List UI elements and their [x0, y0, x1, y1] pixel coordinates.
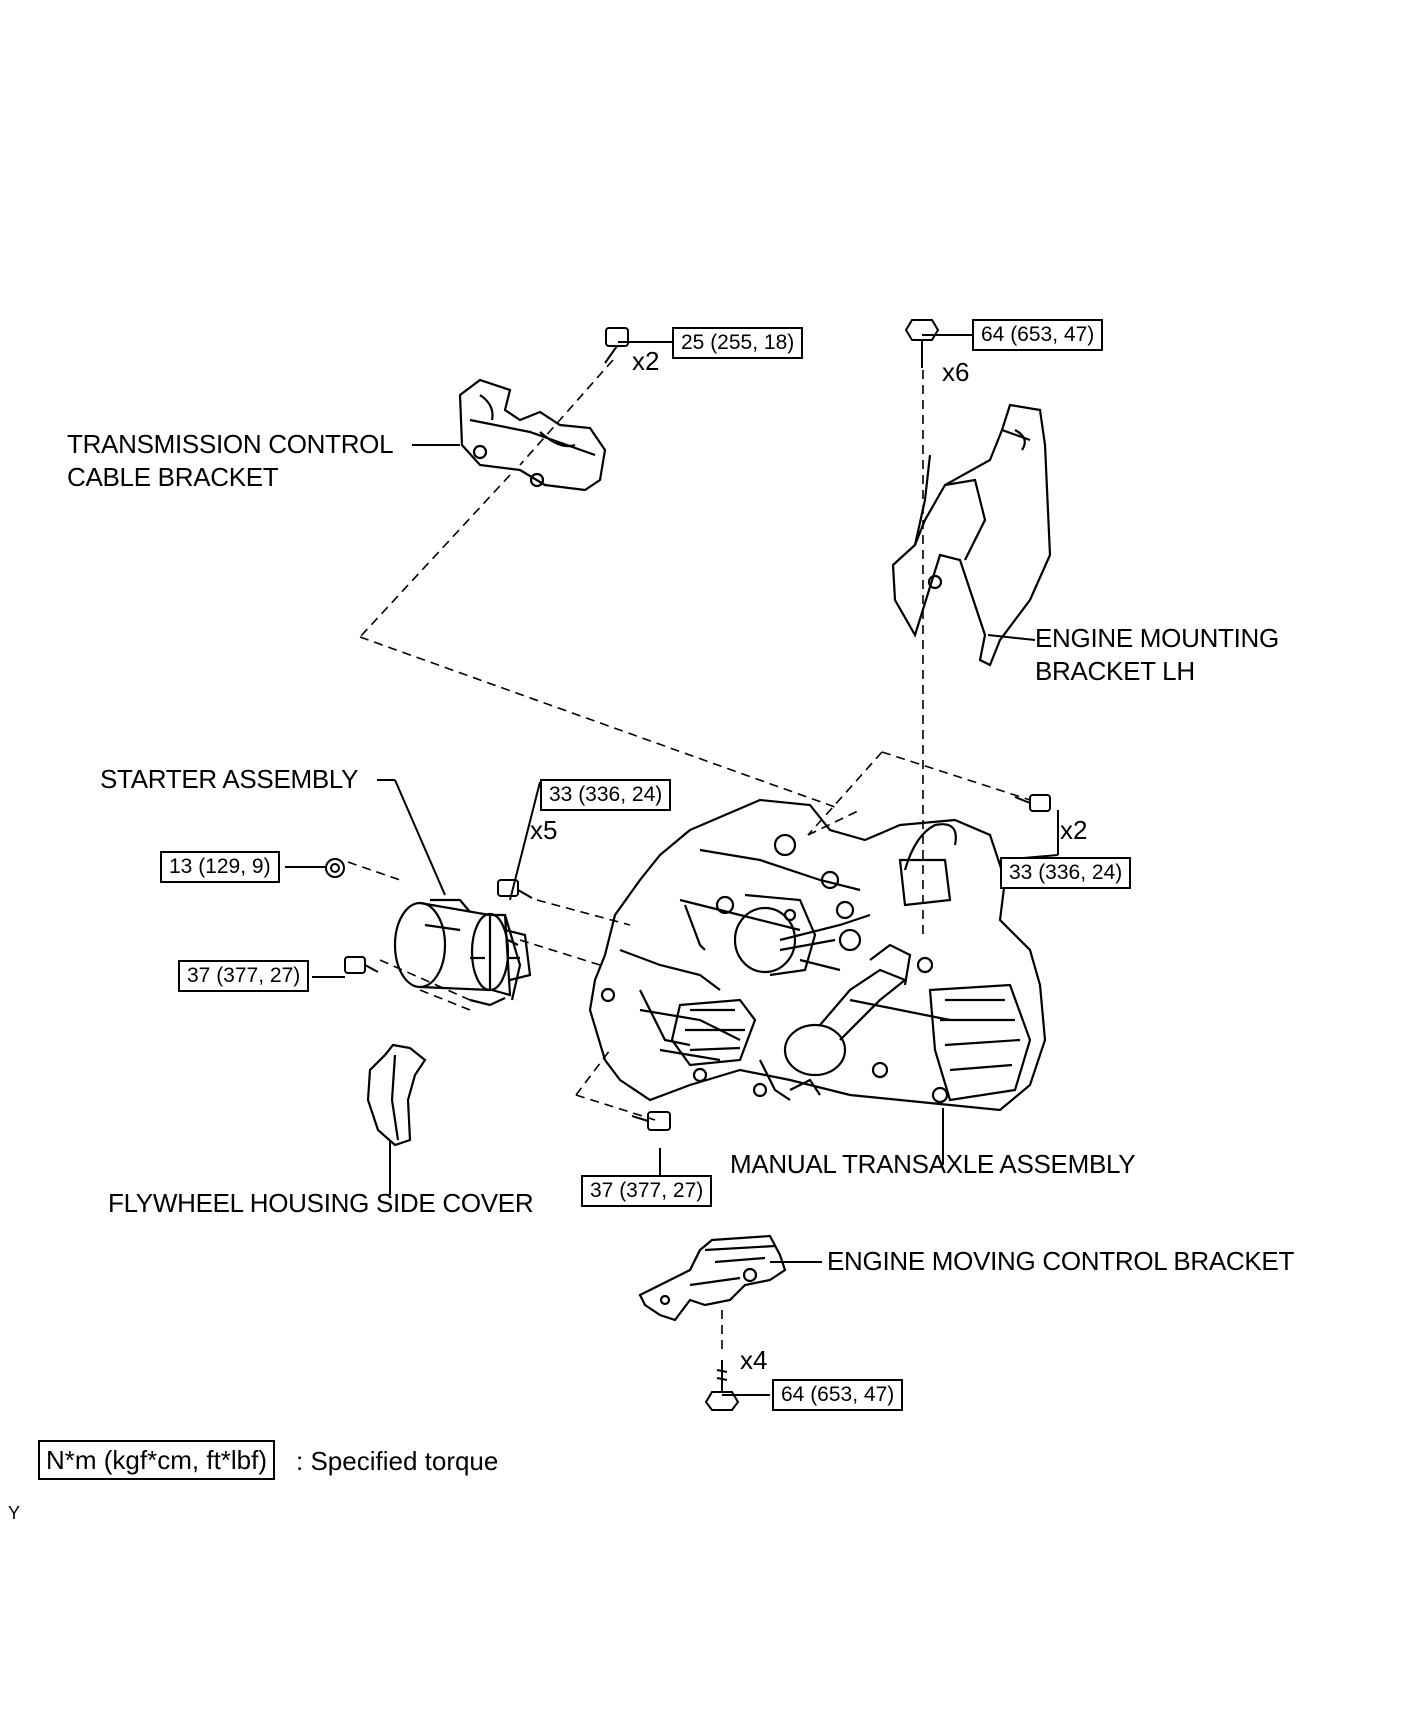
torque-starter-nut: 13 (129, 9) [160, 851, 280, 883]
qty-transaxle-side-bolt: x2 [1060, 815, 1088, 845]
torque-mounting-bracket-bolt: 64 (653, 47) [972, 319, 1104, 351]
mounting-bracket-drawing [891, 403, 1052, 667]
legend-torque-unit: N*m (kgf*cm, ft*lbf) [38, 1440, 276, 1480]
label-transmission-control-cable-bracket: TRANSMISSION CONTROL CABLE BRACKET [67, 428, 394, 494]
torque-control-bracket-bolt: 64 (653, 47) [772, 1379, 904, 1411]
transaxle-side-bolt-icon [1014, 794, 1051, 812]
torque-starter-upper-bolt: 33 (336, 24) [540, 779, 672, 811]
mounting-bracket-bolt-icon [904, 319, 940, 368]
starter-drawing [393, 898, 532, 1007]
torque-transaxle-lower-bolt: 37 (377, 27) [581, 1175, 713, 1207]
bolt-icons [325, 319, 1051, 1411]
leader-lines [285, 334, 1059, 1396]
torque-starter-lower-bolt: 37 (377, 27) [178, 960, 310, 992]
starter-nut-icon [325, 858, 345, 878]
label-line-2: BRACKET LH [1035, 656, 1195, 686]
control-bracket-drawing [638, 1234, 787, 1322]
label-engine-mounting-bracket-lh: ENGINE MOUNTING BRACKET LH [1035, 622, 1279, 688]
label-line-1: ENGINE MOUNTING [1035, 623, 1279, 653]
cable-bracket-drawing [458, 378, 607, 492]
torque-transaxle-side-bolt: 33 (336, 24) [1000, 857, 1132, 889]
legend-description: : Specified torque [296, 1446, 499, 1476]
label-line-1: TRANSMISSION CONTROL [67, 429, 394, 459]
cable-bracket-bolt-icon [604, 327, 629, 364]
torque-cable-bracket-bolt: 25 (255, 18) [672, 327, 804, 359]
qty-control-bracket-bolt: x4 [740, 1345, 768, 1375]
label-starter-assembly: STARTER ASSEMBLY [100, 764, 359, 794]
qty-mounting-bracket-bolt: x6 [942, 357, 970, 387]
starter-upper-bolt-icon [497, 879, 533, 899]
label-manual-transaxle-assembly: MANUAL TRANSAXLE ASSEMBLY [730, 1149, 1136, 1179]
side-cover-drawing [366, 1043, 427, 1147]
label-engine-moving-control-bracket: ENGINE MOVING CONTROL BRACKET [827, 1246, 1295, 1276]
transaxle-drawing [588, 798, 1047, 1112]
transaxle-lower-bolt-icon [631, 1111, 671, 1131]
label-line-2: CABLE BRACKET [67, 462, 279, 492]
starter-lower-bolt-icon [344, 956, 379, 974]
control-bracket-bolt-icon [704, 1360, 740, 1411]
figure-code: Y [8, 1503, 21, 1523]
qty-starter-upper-bolt: x5 [530, 815, 558, 845]
qty-cable-bracket-bolt: x2 [632, 346, 660, 376]
label-flywheel-housing-side-cover: FLYWHEEL HOUSING SIDE COVER [108, 1188, 534, 1218]
